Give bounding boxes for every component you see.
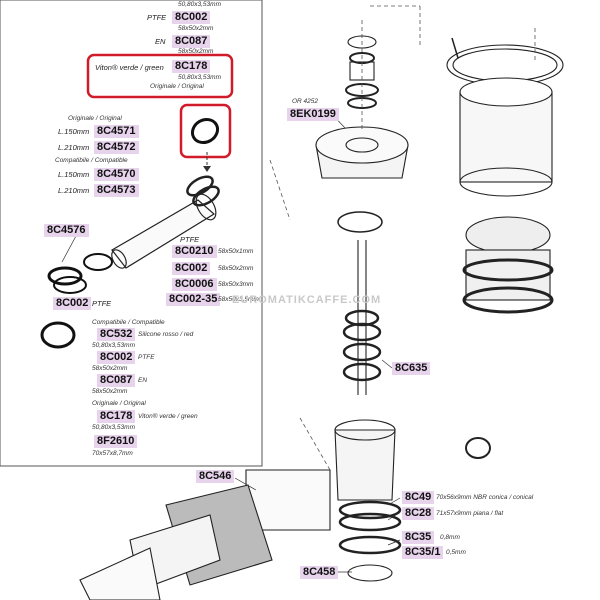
assembly-axes [269,5,536,471]
c35-note: 0,8mm [440,534,460,541]
top-ptfe-label: PTFE [147,13,167,22]
left-panel-frame [0,0,263,467]
code-8c4573: 8C4573 [94,184,139,197]
highlight-size: 50,80x3,53mm [178,74,221,81]
c532-size: 50,80x3,53mm [92,342,135,349]
code-8c087-top: 8C087 [172,35,211,48]
seal-rings-8c4576 [47,253,113,294]
code-8c178-highlight: 8C178 [172,60,211,73]
lower-orig-title: Originale / Original [92,400,146,407]
c002-note: PTFE [138,354,155,361]
code-8c4576: 8C4576 [44,224,89,237]
top-size-1: 50,80x3,53mm [178,1,221,8]
left-ptfe-note: PTFE [92,299,112,308]
or-4252-label: OR 4252 [292,98,319,105]
code-8c28: 8C28 [402,507,435,520]
left-orig-title: Originale / Original [68,115,122,122]
top-size-3: 58x50x2mm [178,48,214,55]
left-l150: L.150mm [58,127,90,136]
shower-holder [111,175,220,269]
portafilter-assembly [79,484,273,600]
code-8c458: 8C458 [300,566,339,579]
code-8c546: 8C546 [196,470,235,483]
code-8c4570: 8C4570 [94,168,139,181]
highlight-orig: Originale / Original [150,83,204,90]
c178-size: 50,80x3,53mm [92,424,135,431]
ptfe-size-3: 58x50x3mm [218,281,254,288]
c532-note: Silicone rosso / red [138,331,194,338]
group-head-body [245,419,491,582]
code-8c4572: 8C4572 [94,141,139,154]
code-8c0210: 8C0210 [172,245,217,258]
lower-compat-title: Compatibile / Compatible [92,319,165,326]
left-l150b: L.150mm [58,170,90,179]
ptfe-group-title: PTFE [180,235,200,244]
top-en-label: EN [155,37,166,46]
code-8ek0199: 8EK0199 [287,108,339,121]
gasket-8c178 [190,117,220,145]
left-l210b: L.210mm [58,186,90,195]
ptfe-size-4: 58x50x3,5mm [218,296,259,303]
code-8c35-1: 8C35/1 [402,546,444,559]
highlight-box-gasket [179,103,232,159]
code-8c0006: 8C0006 [172,278,217,291]
code-8c35: 8C35 [402,531,435,544]
c087-note: EN [138,377,148,384]
ptfe-size-1: 58x50x1mm [218,248,254,255]
c28-note: 71x57x9mm piana / flat [436,510,504,517]
code-8c4571: 8C4571 [94,125,139,138]
code-8c635: 8C635 [392,362,431,375]
arrow-down-icon [203,166,211,172]
boiler-assembly [446,37,564,314]
code-8c002-top: 8C002 [172,11,211,24]
central-shaft-assembly [315,35,409,395]
c35-1-note: 0,5mm [446,549,466,556]
code-8f2610: 8F2610 [94,435,138,448]
code-8c002-lower: 8C002 [97,351,136,364]
left-compat-title: Compatibile / Compatible [55,157,128,164]
code-8c49: 8C49 [402,491,435,504]
code-8c002-ptfe: 8C002 [172,262,211,275]
c087-size: 58x50x2mm [92,388,128,395]
code-8c532: 8C532 [97,328,136,341]
code-8c002-left: 8C002 [53,297,92,310]
watermark: EUROMATIKCAFFE.COM [232,294,382,306]
gasket-lower-left [40,321,76,349]
code-8c002-35: 8C002-35 [166,293,221,306]
c002-size: 58x50x2mm [92,365,128,372]
left-l210: L.210mm [58,143,90,152]
top-size-2: 58x50x2mm [178,25,214,32]
f2610-size: 70x57x8,7mm [92,450,133,457]
highlight-box-8c178 [86,53,234,99]
highlight-name: Viton® verde / green [95,63,164,72]
c178-note: Viton® verde / green [138,413,198,420]
ptfe-size-2: 58x50x2mm [218,265,254,272]
c49-note: 70x56x9mm NBR conica / conical [436,494,534,501]
code-8c178-lower: 8C178 [97,410,136,423]
code-8c087-lower: 8C087 [97,374,136,387]
